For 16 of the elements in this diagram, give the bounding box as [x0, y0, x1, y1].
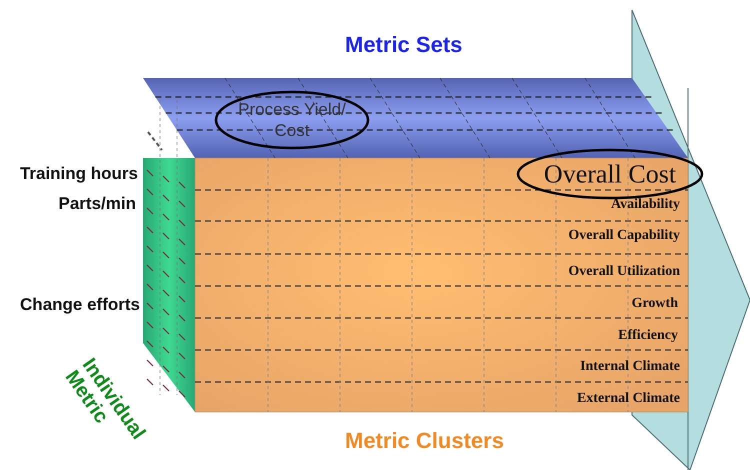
row-label: Availability [611, 197, 680, 213]
face-title: Metric Sets [345, 32, 462, 58]
row-label: Parts/min [58, 194, 136, 214]
callout-text: Process Yield/ Cost [237, 98, 347, 142]
row-label: External Climate [576, 391, 680, 407]
row-label: Training hours [20, 164, 138, 184]
row-label: Overall Utilization [568, 264, 680, 280]
row-label: Change efforts [20, 295, 140, 315]
ellipse-callout [214, 90, 370, 150]
row-label: Efficiency [618, 328, 678, 344]
row-label: Internal Climate [580, 359, 680, 375]
ellipse-callout [516, 148, 704, 200]
callout-text: Overall Cost [542, 158, 678, 190]
face-title: Metric Clusters [345, 428, 504, 454]
row-label: Overall Capability [568, 228, 680, 244]
row-label: Growth [632, 296, 678, 312]
